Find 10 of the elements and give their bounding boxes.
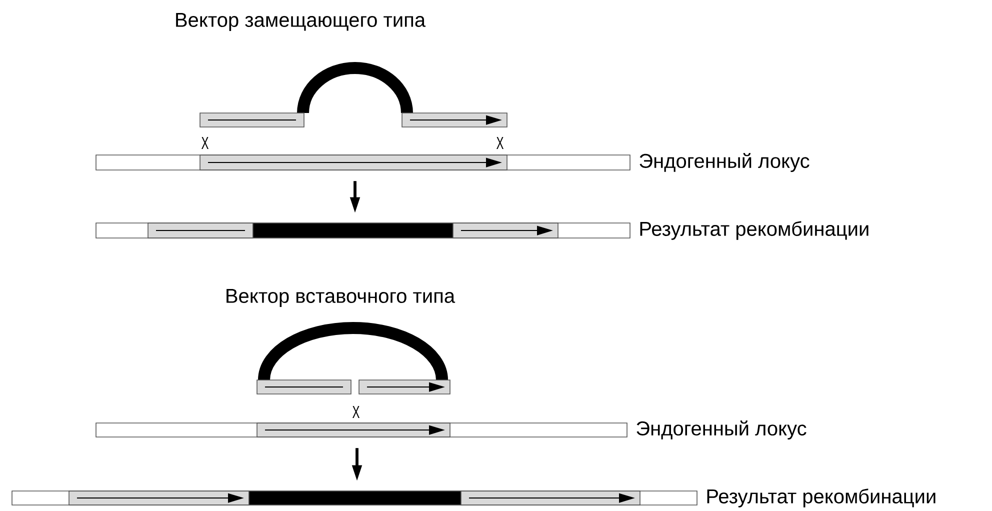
bar-label: Эндогенный локус <box>636 420 806 440</box>
dna-bar <box>12 490 698 506</box>
bar-label: Результат рекомбинации <box>640 221 868 240</box>
vector-title: Вектор замещающего типа <box>176 13 426 31</box>
dna-bar <box>96 222 630 238</box>
vector-title: Вектор вставочного типа <box>226 289 456 307</box>
dna-bar <box>96 154 630 170</box>
dna-bar <box>96 422 628 438</box>
bar-label: Эндогенный локус <box>640 153 810 172</box>
bar-label: Результат рекомбинации <box>707 488 936 508</box>
